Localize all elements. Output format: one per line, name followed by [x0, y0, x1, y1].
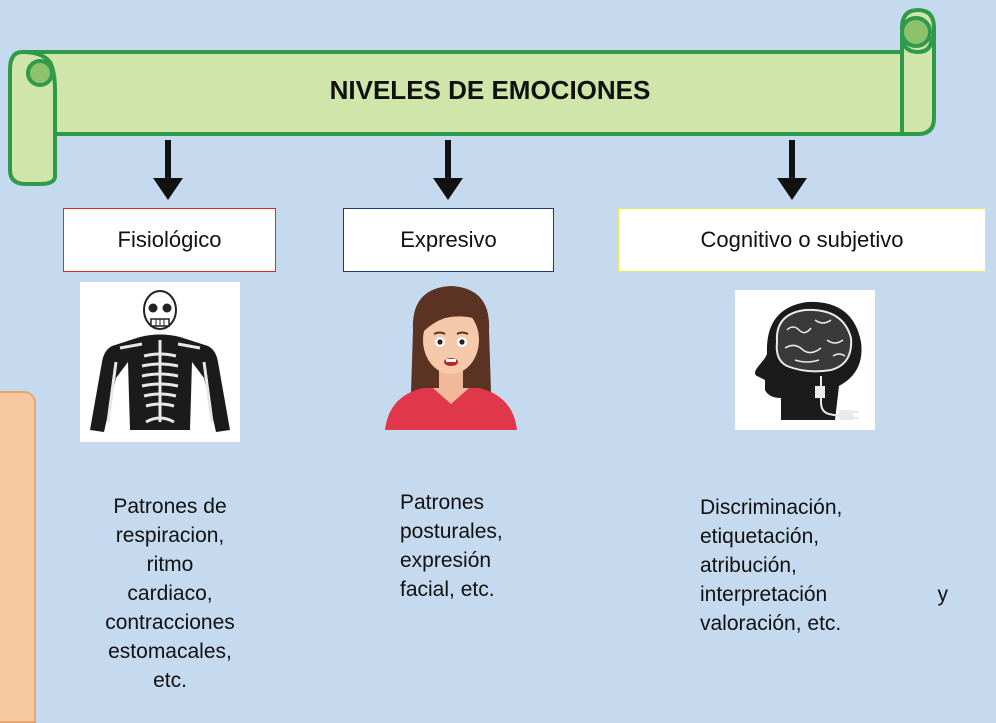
level-label: Cognitivo o subjetivo	[700, 227, 904, 252]
level-label: Fisiológico	[117, 227, 222, 252]
brain-head-icon	[735, 290, 875, 430]
arrow-down-icon	[433, 140, 463, 200]
description-line: contracciones	[105, 611, 235, 634]
level-description-fisiologico: Patrones de respiracion, ritmo cardiaco,…	[50, 492, 290, 695]
diagram-title: NIVELES DE EMOCIONES	[329, 75, 651, 105]
description-line: atribución,	[700, 554, 797, 577]
description-line: expresión	[400, 549, 492, 572]
skeleton-icon	[80, 282, 240, 442]
side-panel	[0, 391, 36, 723]
arrow-down-icon	[153, 140, 183, 200]
description-line: facial, etc.	[400, 578, 495, 601]
level-description-cognitivo: Discriminación, etiquetación, atribución…	[700, 493, 960, 638]
description-line: cardiaco,	[127, 582, 213, 605]
level-label: Expresivo	[400, 227, 497, 252]
description-line: etiquetación,	[700, 525, 820, 548]
description-line: estomacales,	[108, 640, 232, 663]
description-line: Patrones	[400, 491, 485, 514]
description-word: y	[937, 583, 949, 606]
arrow-down-icon	[777, 140, 807, 200]
description-line: valoración, etc.	[700, 612, 842, 635]
description-line: Discriminación,	[700, 496, 843, 519]
level-description-expresivo: Patrones posturales, expresión facial, e…	[400, 488, 600, 604]
description-line: interpretación y	[700, 580, 948, 609]
description-line: respiracion,	[115, 524, 225, 547]
level-box-expresivo: Expresivo	[343, 208, 554, 272]
level-box-fisiologico: Fisiológico	[63, 208, 276, 272]
description-word: interpretación	[700, 583, 828, 606]
description-line: ritmo	[146, 553, 194, 576]
title-banner	[8, 8, 936, 186]
description-line: posturales,	[400, 520, 503, 543]
level-box-cognitivo: Cognitivo o subjetivo	[618, 208, 986, 272]
description-line: Patrones de	[113, 495, 227, 518]
description-line: etc.	[153, 669, 187, 692]
woman-face-icon	[385, 286, 517, 430]
